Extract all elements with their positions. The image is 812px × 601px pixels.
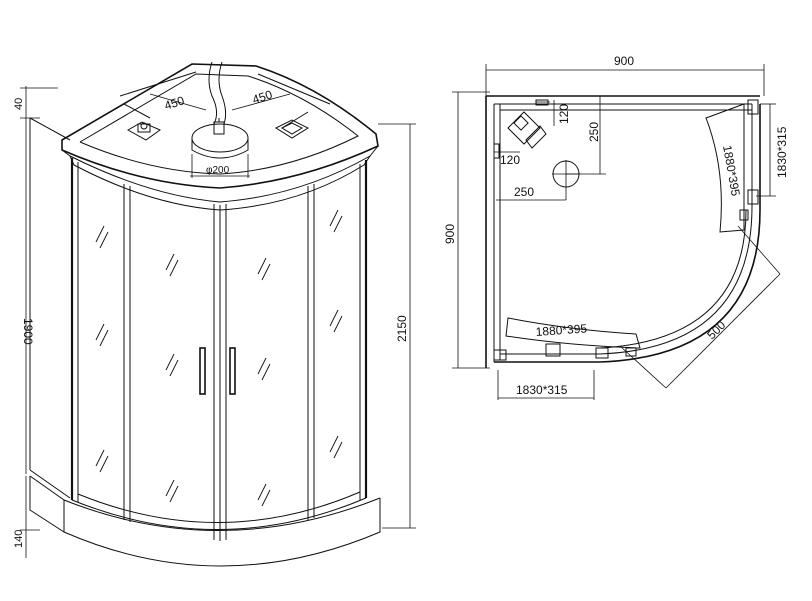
frame-brackets — [493, 99, 759, 361]
door-handle-left — [199, 347, 206, 395]
overall-width-dimension: 900 — [485, 54, 765, 96]
ceiling-lamp-right — [274, 119, 310, 139]
right-height-label: 2150 — [395, 315, 409, 342]
fixed-panel-right-label: 1830*315 — [775, 126, 789, 178]
drain-offset-y-label: 250 — [587, 122, 601, 142]
shower-head — [191, 118, 249, 159]
fixed-panel-right-dimension: 1830*315 — [756, 103, 789, 197]
ceiling-spacing-right-label: 450 — [251, 87, 275, 107]
ceiling-dim-right: 450 — [231, 87, 291, 111]
ceiling-dim-left: 450 — [149, 93, 207, 113]
fixed-panel-bottom-dimension: 1830*315 — [497, 370, 595, 400]
left-dimensions: 40 1900 140 — [13, 86, 58, 558]
shower-tray — [29, 475, 381, 567]
cabin-front — [70, 158, 368, 541]
radius-label: 500 — [704, 318, 728, 342]
shower-head-diameter-label: φ200 — [206, 165, 230, 176]
drain-offset-x-label: 250 — [514, 185, 534, 199]
sliding-door-right-label: 1880*395 — [720, 144, 743, 197]
fitting-offset-x-label: 120 — [500, 153, 520, 167]
plan-view: 900 900 1880*395 1880*395 — [443, 54, 789, 400]
sliding-door-bottom: 1880*395 — [505, 317, 641, 349]
tray-height-label: 140 — [13, 530, 25, 548]
door-handle-right — [229, 347, 236, 395]
sliding-door-bottom-label: 1880*395 — [535, 321, 588, 339]
glass-reflections — [95, 209, 343, 507]
ceiling-vent-left — [126, 121, 162, 141]
corner-mixer — [507, 111, 547, 149]
overall-depth-label: 900 — [443, 224, 457, 244]
overall-depth-dimension: 900 — [443, 91, 490, 369]
left-height-label: 1900 — [21, 318, 35, 345]
perspective-view: 450 450 φ200 — [13, 61, 416, 567]
hose — [208, 61, 227, 125]
ceiling-spacing-left-label: 450 — [163, 93, 187, 113]
plan-walls — [485, 95, 760, 368]
right-height-dimension: 2150 — [378, 123, 416, 529]
fitting-offsets: 120 120 — [493, 99, 571, 167]
top-offset-label: 40 — [13, 98, 25, 110]
sliding-door-right: 1880*395 — [705, 103, 745, 233]
fitting-offset-y-label: 120 — [557, 104, 571, 124]
overall-width-label: 900 — [614, 54, 634, 68]
shower-head-diameter-dim: φ200 — [190, 154, 250, 178]
fixed-panel-bottom-label: 1830*315 — [516, 383, 568, 397]
cabin-roof — [61, 63, 379, 211]
back-wall-line — [29, 117, 71, 499]
drain: 250 250 — [496, 96, 606, 201]
